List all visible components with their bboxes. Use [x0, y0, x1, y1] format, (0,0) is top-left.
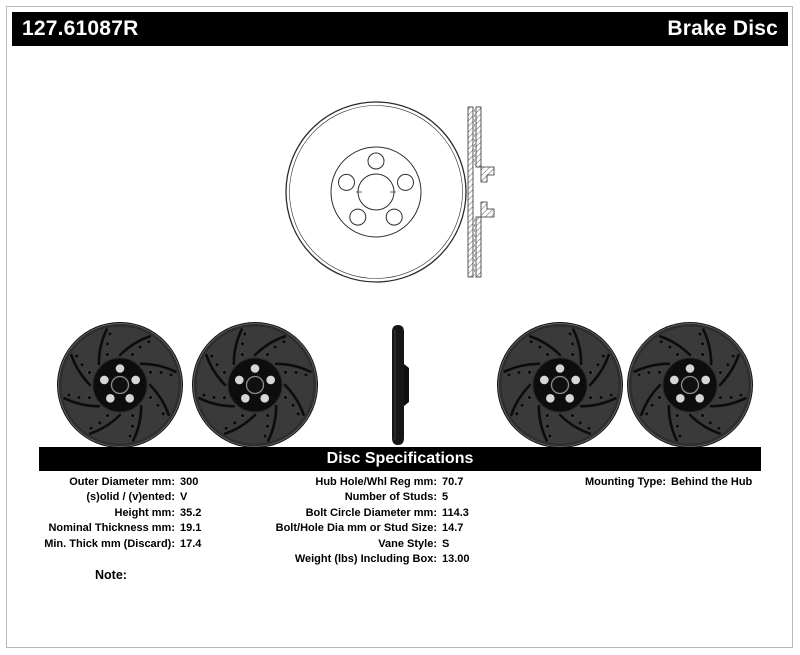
spec-value: 70.7: [442, 476, 464, 488]
spec-label: Outer Diameter mm:: [69, 476, 175, 488]
spec-value: 114.3: [442, 506, 469, 519]
spec-label: Bolt/Hole Dia mm or Stud Size:: [275, 522, 437, 535]
spec-value: 17.4: [180, 537, 202, 550]
spec-row-outer-diameter: Outer Diameter mm: 300: [25, 475, 250, 490]
spec-column-left: Outer Diameter mm: 300 (s)olid / (v)ente…: [25, 475, 250, 552]
spec-row-nominal-thickness: Nominal Thickness mm: 19.1: [25, 521, 250, 536]
rotor-photo-edge-view: [392, 325, 409, 445]
spec-label: Min. Thick mm (Discard):: [44, 537, 175, 550]
spec-value: V: [180, 491, 188, 504]
spec-column-right: Mounting Type: Behind the Hub: [556, 475, 781, 490]
spec-value: 14.7: [442, 522, 464, 535]
spec-value: Behind the Hub: [671, 476, 753, 488]
spec-value: 19.1: [180, 522, 202, 535]
spec-row-weight: Weight (lbs) Including Box: 13.00: [247, 552, 482, 567]
spec-row-hub-hole: Hub Hole/Whl Reg mm: 70.7: [247, 475, 482, 490]
spec-label: Number of Studs:: [344, 491, 437, 504]
spec-section-title: Disc Specifications: [39, 447, 761, 471]
spec-label: Mounting Type:: [584, 476, 666, 488]
spec-row-solid-vented: (s)olid / (v)ented: V: [25, 490, 250, 505]
spec-value: 13.00: [442, 553, 470, 566]
rotor-photo-front-left-1: [57, 322, 183, 448]
spec-value: 35.2: [180, 506, 202, 519]
rotor-photo-front-left-2: [192, 322, 318, 448]
spec-row-bolt-circle-diameter: Bolt Circle Diameter mm: 114.3: [247, 506, 482, 521]
rotor-photo-front-right-1: [497, 322, 623, 448]
spec-row-bolt-hole-dia: Bolt/Hole Dia mm or Stud Size: 14.7: [247, 521, 482, 536]
disc-side-technical-drawing: [467, 106, 495, 278]
disc-front-technical-drawing: [285, 101, 467, 283]
note-label: Note:: [95, 568, 127, 582]
spec-row-height: Height mm: 35.2: [25, 506, 250, 521]
spec-label: Weight (lbs) Including Box:: [294, 553, 437, 566]
spec-row-number-of-studs: Number of Studs: 5: [247, 490, 482, 505]
page-border: [6, 6, 793, 648]
spec-label: Height mm:: [114, 506, 176, 519]
spec-value: S: [442, 537, 450, 550]
spec-label: (s)olid / (v)ented:: [86, 491, 175, 504]
rotor-photo-front-right-2: [627, 322, 753, 448]
spec-value: 300: [180, 476, 199, 488]
spec-column-middle: Hub Hole/Whl Reg mm: 70.7 Number of Stud…: [247, 475, 482, 567]
spec-row-min-thick: Min. Thick mm (Discard): 17.4: [25, 537, 250, 552]
spec-label: Nominal Thickness mm:: [48, 522, 175, 535]
spec-label: Vane Style:: [378, 537, 437, 550]
spec-row-vane-style: Vane Style: S: [247, 537, 482, 552]
header-bar: 127.61087R Brake Disc: [12, 12, 788, 46]
product-type: Brake Disc: [667, 17, 778, 40]
part-number: 127.61087R: [22, 17, 139, 40]
spec-label: Hub Hole/Whl Reg mm:: [315, 476, 437, 488]
spec-value: 5: [442, 491, 449, 504]
spec-label: Bolt Circle Diameter mm:: [305, 506, 437, 519]
spec-row-mounting-type: Mounting Type: Behind the Hub: [556, 475, 781, 490]
